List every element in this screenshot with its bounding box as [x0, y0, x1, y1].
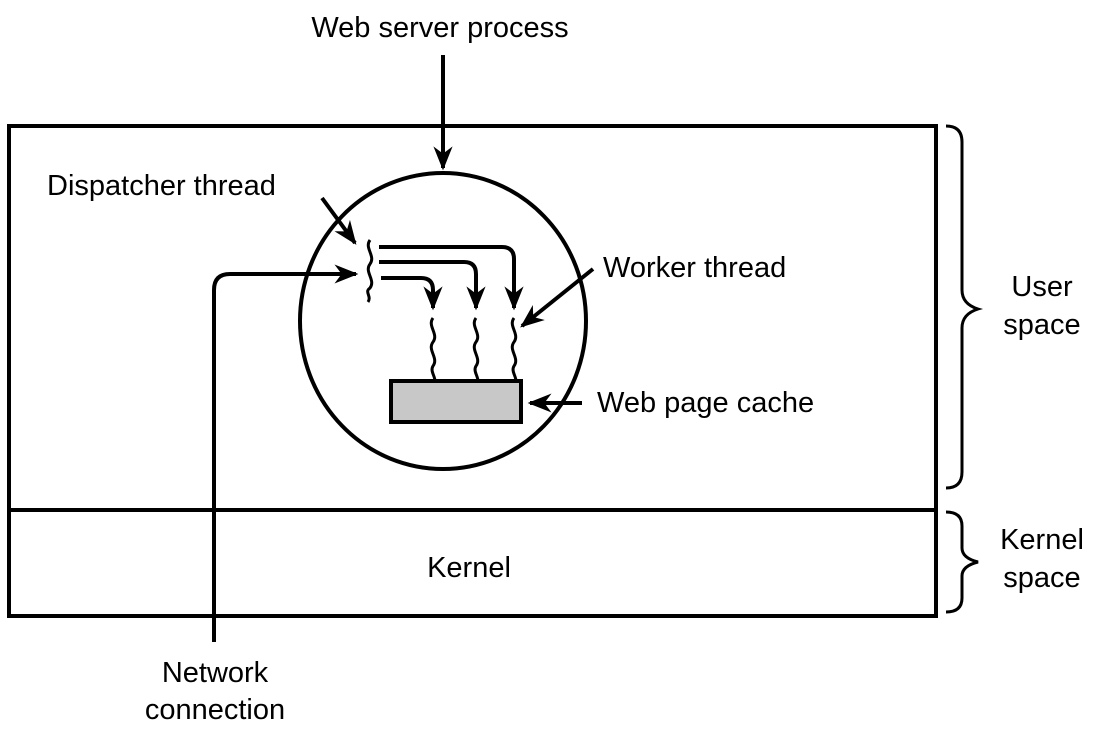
- dispatcher-thread-label: Dispatcher thread: [47, 170, 276, 202]
- user-space-brace: [945, 124, 984, 490]
- web-page-cache-box: [389, 379, 523, 424]
- dispatch-arrow-3: [379, 245, 524, 311]
- worker-thread-squiggle-2: [472, 317, 480, 382]
- kernel-label: Kernel: [427, 552, 511, 584]
- network-label-line2: connection: [145, 694, 285, 726]
- dispatcher-thread-squiggle: [366, 239, 374, 303]
- dispatch-arrow-2: [379, 260, 486, 311]
- user-space-label-line1: User: [1011, 271, 1073, 303]
- web-server-process-label: Web server process: [311, 12, 568, 44]
- worker-thread-label: Worker thread: [603, 252, 786, 284]
- dispatcher-pointer-arrow: [320, 196, 357, 245]
- web-page-cache-label: Web page cache: [597, 387, 814, 419]
- worker-pointer-arrow: [520, 267, 595, 328]
- dispatch-arrow-1: [381, 276, 443, 311]
- worker-thread-squiggle-1: [429, 317, 437, 382]
- network-connection-line: [212, 264, 359, 642]
- kernel-space-brace: [945, 510, 979, 614]
- kernel-region: [7, 508, 938, 618]
- network-label-line1: Network: [162, 657, 269, 689]
- process-circle: [298, 171, 588, 471]
- user-space-label-line2: space: [1003, 309, 1080, 341]
- worker-thread-squiggle-3: [510, 317, 518, 382]
- kernel-space-label-line2: space: [1003, 562, 1080, 594]
- kernel-space-label-line1: Kernel: [1000, 524, 1084, 556]
